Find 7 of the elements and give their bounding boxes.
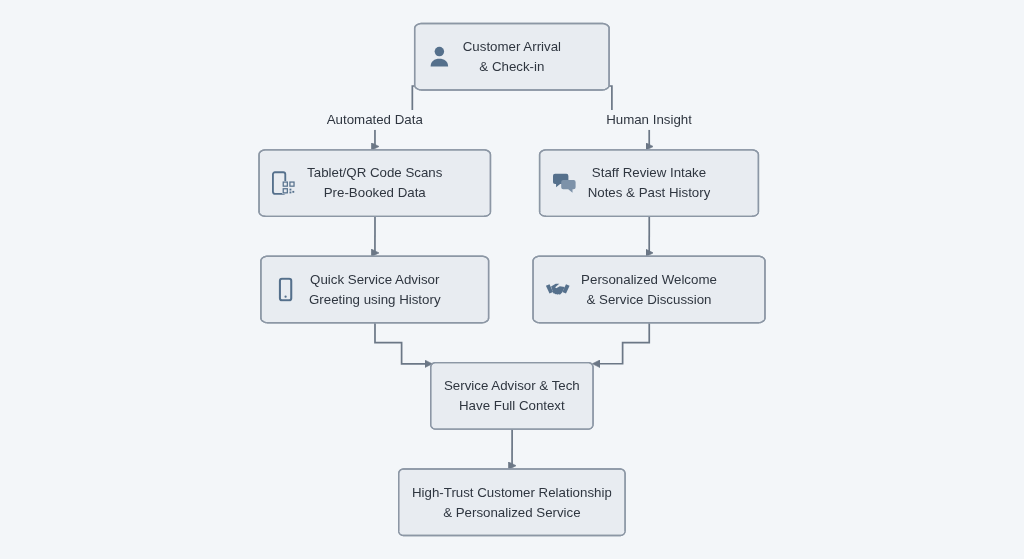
arrow: [374, 322, 433, 368]
edge-label: Automated Data: [326, 111, 423, 128]
arrow: [592, 322, 651, 368]
edge-label: Human Insight: [606, 111, 692, 128]
arrow: [645, 215, 654, 258]
arrow: [370, 215, 380, 258]
arrow: [508, 428, 517, 470]
